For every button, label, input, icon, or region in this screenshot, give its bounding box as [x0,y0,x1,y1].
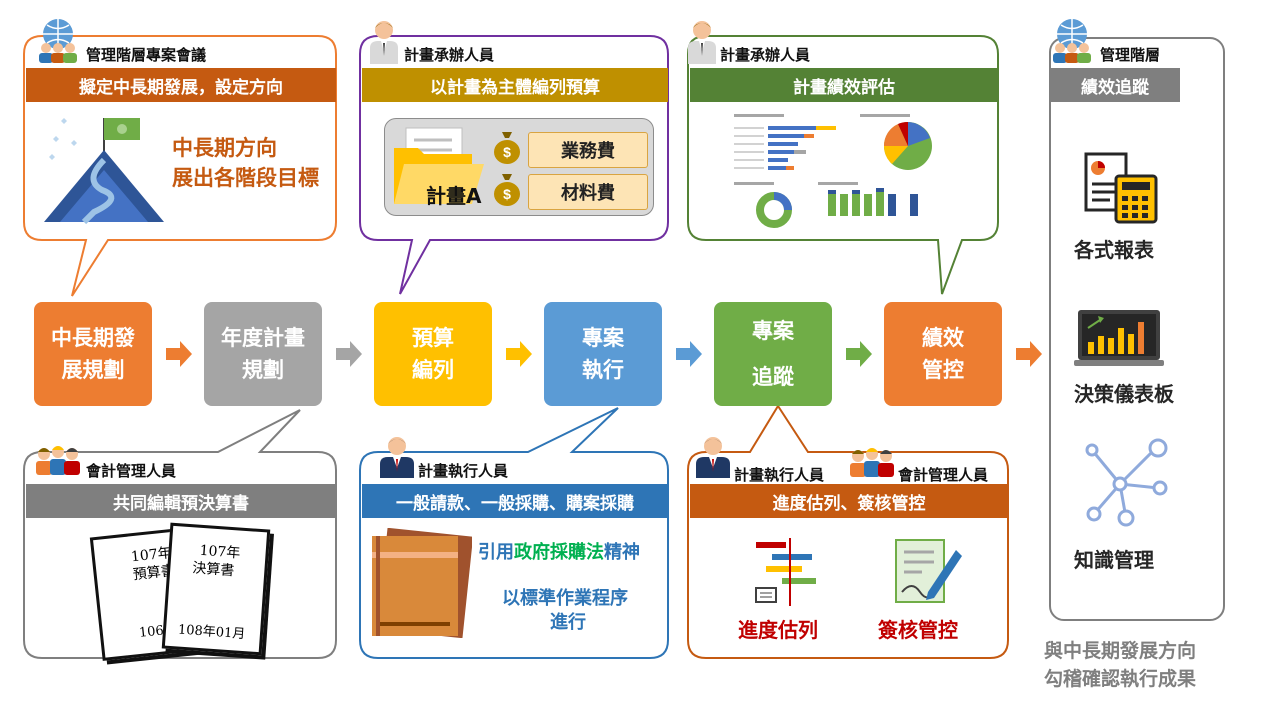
gantt-chart-icon [752,538,824,610]
band-budget-docs: 共同編輯預決算書 [26,484,336,518]
step-label-line1: 中長期發 [51,326,135,350]
arrow-right-icon [846,341,872,367]
step-label-line2: 管控 [922,358,964,382]
approval-control-label: 簽核管控 [878,618,958,642]
step-project-tracking: 專案 追蹤 [714,302,832,406]
right-item-reports: 各式報表 [1074,238,1154,262]
procurement-law-book-icon [368,527,474,642]
management-group-icon [34,18,82,68]
accountant-group-icon [848,444,896,484]
management-group-icon [1048,18,1096,68]
step-label-line2: 展規劃 [61,358,125,382]
band-performance-tracking: 績效追蹤 [1050,68,1180,102]
strategy-text-2: 展出各階段目標 [172,166,319,190]
step-label-line2: 編列 [412,358,454,382]
step-label-line1: 預算 [412,326,454,350]
right-footer-line2: 勾稽確認執行成果 [1044,668,1197,690]
final-account-document: 107年 決算書 108年01月 [161,522,271,656]
right-footer-line1: 與中長期發展方向 [1044,640,1197,662]
right-item-dashboard: 決策儀表板 [1074,382,1174,406]
arrow-right-icon [336,341,362,367]
accountant-group-icon [34,442,82,482]
mountain-flag-icon [44,110,164,230]
step-label-line1: 年度計畫 [221,326,305,350]
folder-icon [392,124,488,212]
strategy-text-1: 中長期方向 [172,136,277,160]
money-bag-icon: $ [492,130,522,168]
step-label-line1: 專案 [752,319,794,343]
role-label-management: 管理階層 [1100,46,1161,64]
role-label-planner: 計畫承辦人員 [404,46,495,64]
procurement-text-2: 以標準作業程序 [502,588,628,609]
executor-person-icon [378,434,416,482]
role-label-management-meeting: 管理階層專案會議 [86,46,207,64]
procurement-text-3: 進行 [550,612,586,633]
planner-person-icon [686,18,718,68]
arrow-right-icon [166,341,192,367]
progress-estimate-label: 進度估列 [738,618,818,642]
svg-text:$: $ [503,144,511,160]
step-label-line1: 績效 [922,326,964,350]
band-progress-approval: 進度估列、簽核管控 [690,484,1008,518]
arrow-right-icon [1016,341,1042,367]
step-label-line2: 執行 [582,358,624,382]
procurement-text-1: 引用政府採購法精神 [478,538,640,564]
step-annual-planning: 年度計畫 規劃 [204,302,322,406]
right-item-knowledge: 知識管理 [1074,548,1154,572]
expense-item-material: 材料費 [528,174,648,210]
step-long-term-planning: 中長期發 展規劃 [34,302,152,406]
planner-person-icon [368,18,400,68]
money-bag-icon: $ [492,172,522,210]
plan-a-label: 計畫A [426,184,482,208]
procurement-law-highlight: 政府採購法 [514,542,604,563]
expense-item-business: 業務費 [528,132,648,168]
signature-document-icon [892,536,964,610]
procurement-text-1-prefix: 引用 [478,542,514,563]
step-label-line2: 追蹤 [752,365,794,389]
band-procurement: 一般請款、一般採購、購案採購 [362,484,668,518]
band-strategy: 擬定中長期發展，設定方向 [26,68,336,102]
role-label-accountant: 會計管理人員 [86,462,177,480]
knowledge-network-icon [1080,438,1170,532]
step-label-line2: 規劃 [242,358,284,382]
step-budget-preparation: 預算 編列 [374,302,492,406]
step-project-execution: 專案 執行 [544,302,662,406]
role-label-planner: 計畫承辦人員 [720,46,811,64]
doc-footer: 108年01月 [177,622,246,643]
svg-text:$: $ [503,186,511,202]
doc-title: 決算書 [191,560,235,580]
band-evaluation: 計畫績效評估 [690,68,998,102]
role-label-accountant: 會計管理人員 [898,466,989,484]
step-performance-control: 績效 管控 [884,302,1002,406]
doc-footer: 106 [138,623,165,641]
step-label-line1: 專案 [582,326,624,350]
reports-icon [1084,150,1158,228]
dashboard-thumbnail [728,108,958,236]
role-label-executor: 計畫執行人員 [734,466,825,484]
procurement-text-1-suffix: 精神 [604,542,640,563]
arrow-right-icon [676,341,702,367]
band-budget: 以計畫為主體編列預算 [362,68,668,102]
dashboard-monitor-icon [1074,308,1164,374]
role-label-executor: 計畫執行人員 [418,462,509,480]
executor-person-icon [694,434,732,482]
arrow-right-icon [506,341,532,367]
